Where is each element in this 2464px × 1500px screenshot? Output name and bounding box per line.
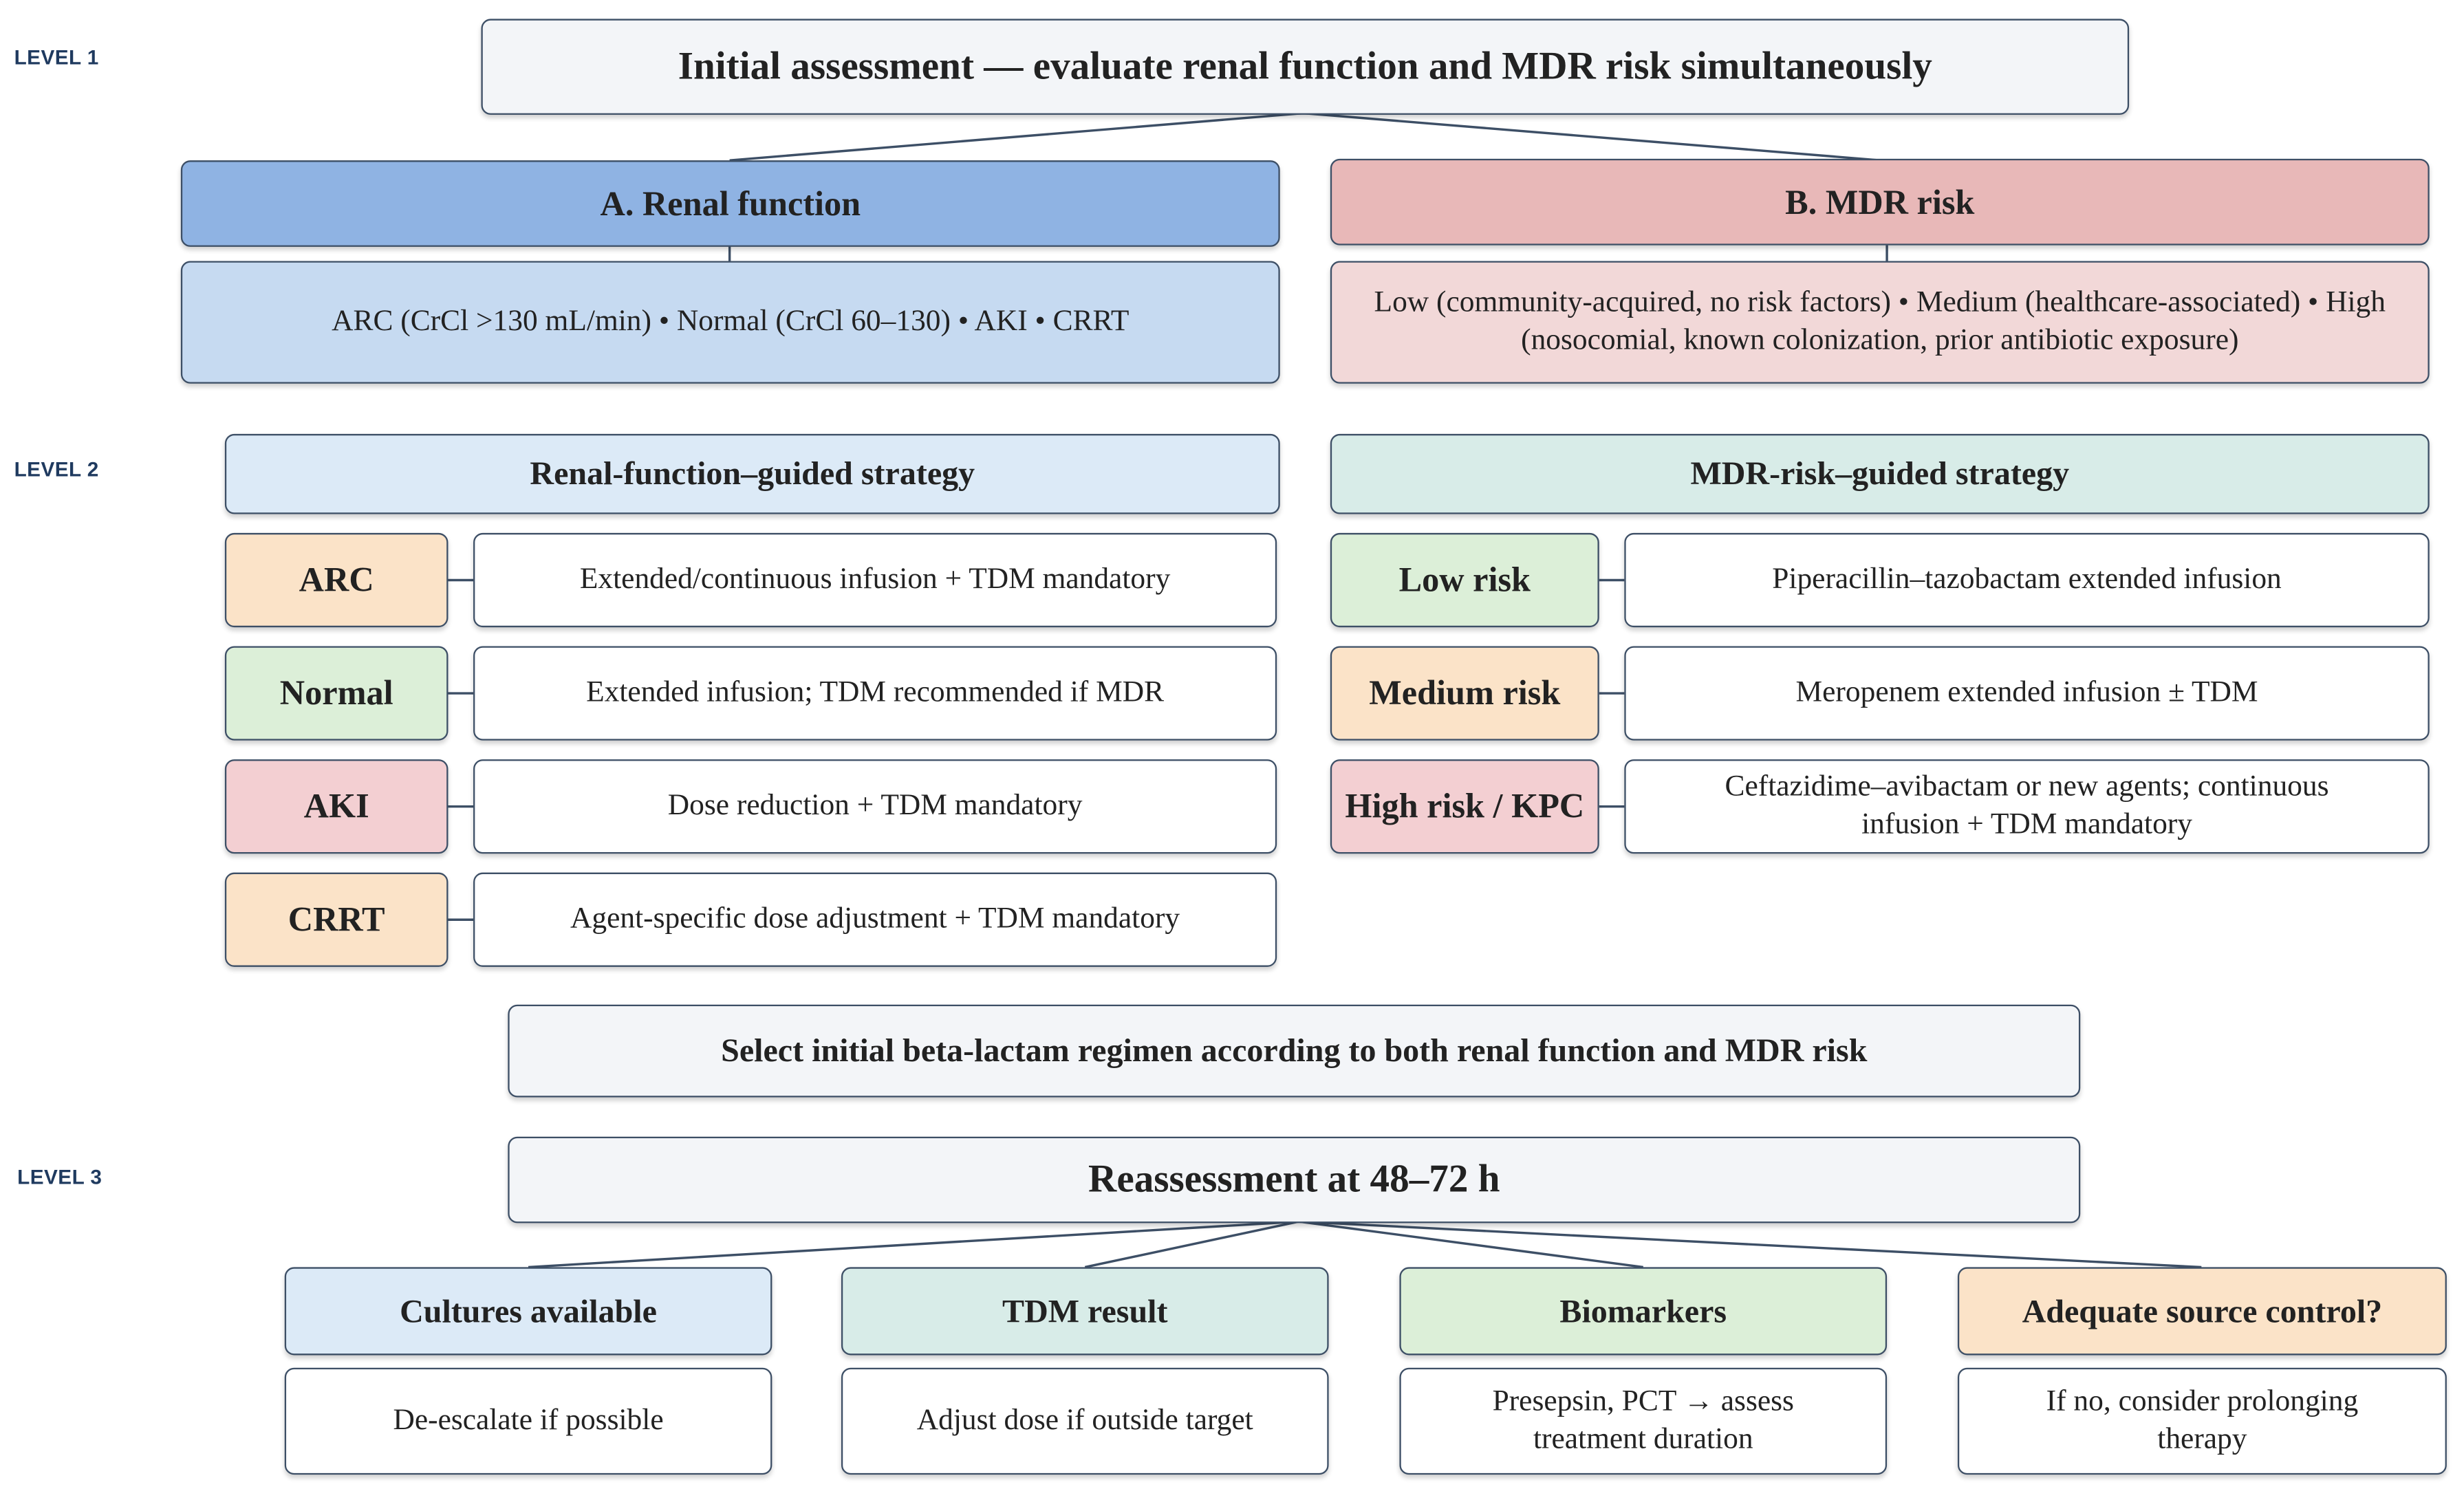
mdr-strategy-title: MDR-risk–guided strategy — [1330, 433, 2430, 514]
renal-text-aki: Dose reduction + TDM mandatory — [473, 759, 1277, 854]
mdr-label-medium: Medium risk — [1330, 646, 1599, 741]
renal-strategy-title: Renal-function–guided strategy — [224, 433, 1280, 514]
renal-function-detail: ARC (CrCl >130 mL/min) • Normal (CrCl 60… — [180, 261, 1280, 384]
level-3-label: LEVEL 3 — [17, 1164, 102, 1189]
renal-label-crrt: CRRT — [224, 872, 449, 967]
renal-text-arc: Extended/continuous infusion + TDM manda… — [473, 532, 1277, 628]
mdr-label-high: High risk / KPC — [1330, 759, 1599, 854]
mdr-risk-detail: Low (community-acquired, no risk factors… — [1330, 261, 2430, 384]
mdr-label-low: Low risk — [1330, 532, 1599, 628]
level-1-label: LEVEL 1 — [14, 45, 99, 69]
mdr-text-high: Ceftazidime–avibactam or new agents; con… — [1624, 759, 2430, 854]
renal-label-arc: ARC — [224, 532, 449, 628]
connector — [1298, 1220, 1643, 1269]
renal-text-crrt: Agent-specific dose adjustment + TDM man… — [473, 872, 1277, 967]
mdr-text-low: Piperacillin–tazobactam extended infusio… — [1624, 532, 2430, 628]
connector — [1299, 1220, 2202, 1269]
outcome-tdm-title: TDM result — [841, 1267, 1329, 1356]
select-regimen-box: Select initial beta-lactam regimen accor… — [508, 1004, 2081, 1098]
outcome-cultures-title: Cultures available — [284, 1267, 772, 1356]
renal-function-header: A. Renal function — [180, 160, 1280, 247]
outcome-biomarkers-text: Presepsin, PCT → assess treatment durati… — [1399, 1367, 1888, 1475]
mdr-risk-header: B. MDR risk — [1330, 158, 2430, 246]
outcome-biomarkers-title: Biomarkers — [1399, 1267, 1888, 1356]
outcome-cultures-text: De-escalate if possible — [284, 1367, 772, 1475]
connector — [1303, 111, 1881, 162]
connector — [729, 111, 1304, 162]
renal-text-normal: Extended infusion; TDM recommended if MD… — [473, 646, 1277, 741]
renal-label-aki: AKI — [224, 759, 449, 854]
renal-label-normal: Normal — [224, 646, 449, 741]
connector — [1084, 1220, 1299, 1269]
connector — [528, 1220, 1299, 1269]
outcome-source-control-text: If no, consider prolonging therapy — [1957, 1367, 2447, 1475]
outcome-source-control-title: Adequate source control? — [1957, 1267, 2447, 1356]
outcome-tdm-text: Adjust dose if outside target — [841, 1367, 1329, 1475]
level-2-label: LEVEL 2 — [14, 457, 99, 481]
initial-assessment-box: Initial assessment — evaluate renal func… — [481, 19, 2130, 115]
reassessment-box: Reassessment at 48–72 h — [508, 1136, 2081, 1224]
mdr-text-medium: Meropenem extended infusion ± TDM — [1624, 646, 2430, 741]
